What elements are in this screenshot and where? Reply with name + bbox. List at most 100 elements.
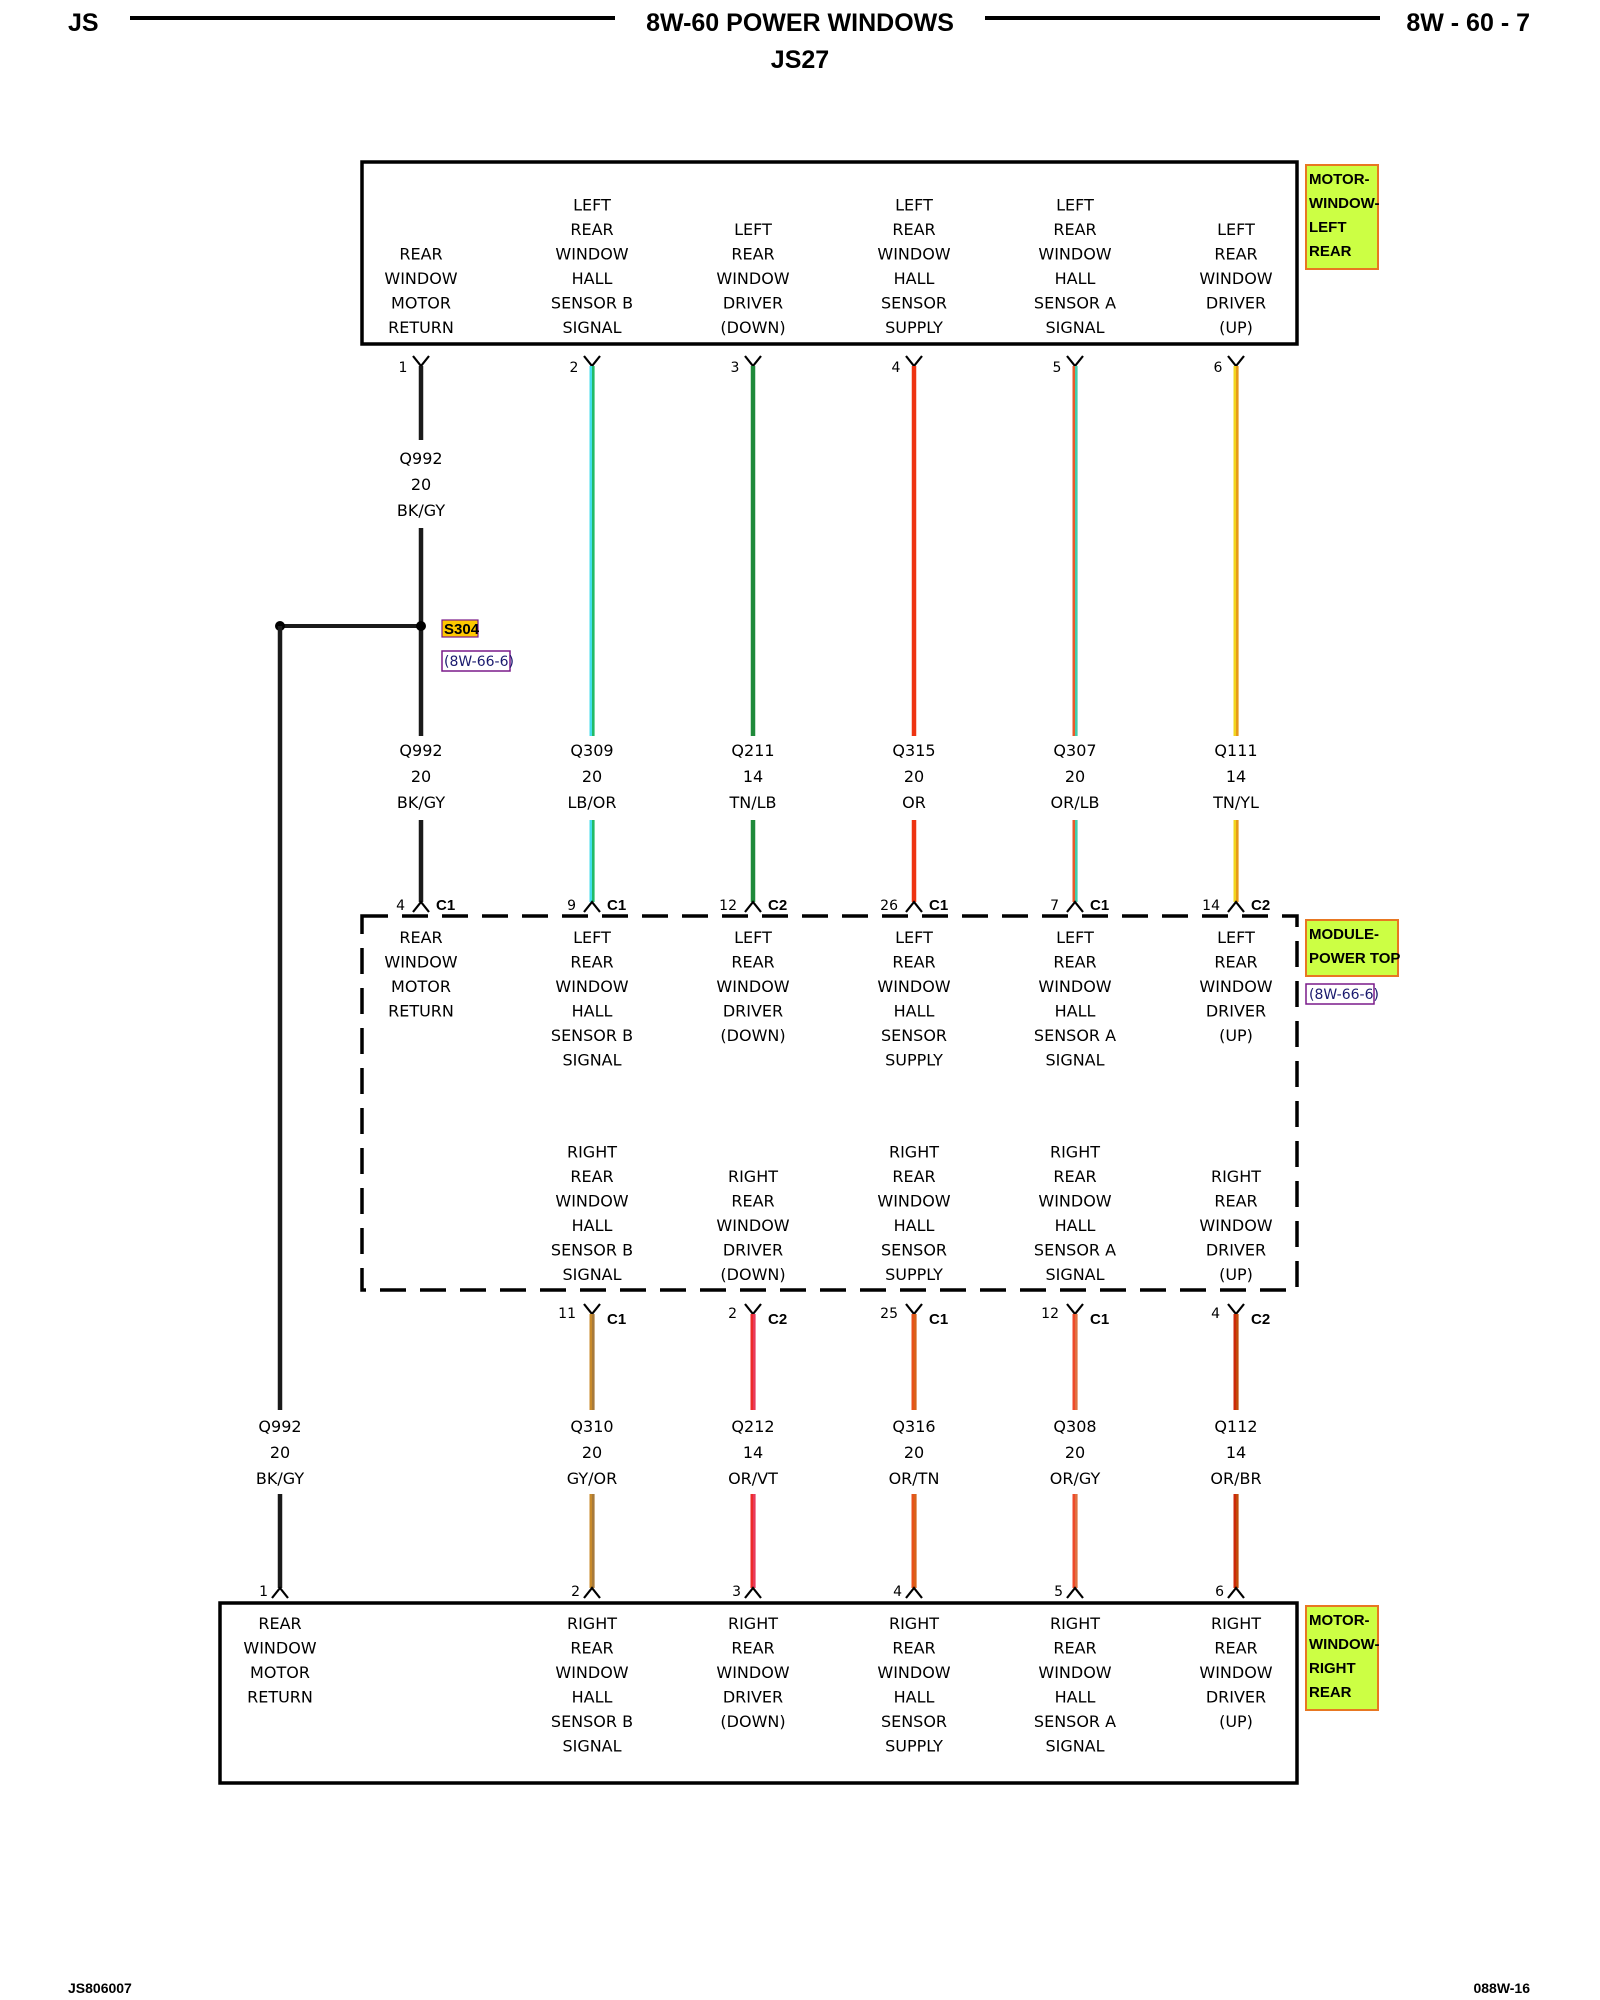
bottom-motor-pin-label: REAR [731,1639,774,1658]
circuit-number: Q112 [1214,1417,1257,1436]
circuit-number: Q310 [570,1417,613,1436]
module-pin-label-left: LEFT [734,928,772,947]
wire-color-code: LB/OR [568,793,617,812]
wire-gauge: 14 [1226,767,1246,786]
module-pin-label-left: SIGNAL [562,1051,621,1070]
bottom-motor-pin-label: (UP) [1219,1712,1253,1731]
module-connector-id: C1 [607,1311,626,1328]
module-pin-label-left: REAR [892,953,935,972]
top-motor-pin-label: RETURN [388,318,454,337]
wire-color-code: OR/VT [728,1469,778,1488]
wire-color-code: BK/GY [397,793,445,812]
module-pin-label-right: WINDOW [1038,1192,1111,1211]
module-pin-label-right: RIGHT [1211,1167,1261,1186]
component-name-line: WINDOW- [1309,1636,1380,1653]
page-reference[interactable]: (8W-66-6) [1309,987,1379,1003]
module-terminal [1227,1303,1245,1316]
component-name-line: POWER TOP [1309,950,1400,967]
page-subtitle: JS27 [771,46,829,74]
component-name-line: MODULE- [1309,926,1379,943]
module-pin-label-right: WINDOW [1199,1216,1272,1235]
module-pin-label-left: DRIVER [723,1002,783,1021]
connector-terminal [905,355,923,368]
top-motor-pin-label: REAR [570,220,613,239]
module-pin-label-right: DRIVER [1206,1241,1266,1260]
wire-color-code: TN/LB [728,793,776,812]
module-pin-label-left: RETURN [388,1002,454,1021]
module-pin-number: 12 [1041,1306,1059,1322]
module-pin-label-right: RIGHT [728,1167,778,1186]
circuit-number: Q315 [892,741,935,760]
bottom-motor-pin-label: RIGHT [1050,1614,1100,1633]
module-pin-number: 26 [880,898,898,914]
footer-left: JS806007 [68,1980,132,1996]
bottom-motor-pin-label: REAR [570,1639,613,1658]
diagram-content: REARWINDOWMOTORRETURN1LEFTREARWINDOWHALL… [243,196,1272,1756]
top-motor-pin-label: WINDOW [1038,245,1111,264]
bottom-motor-pin-label: SUPPLY [885,1737,943,1756]
module-pin-label-left: WINDOW [877,977,950,996]
module-terminal [744,900,762,913]
module-pin-label-left: HALL [572,1002,613,1021]
top-motor-pin-label: SENSOR A [1034,294,1116,313]
component-label-highlight [1305,164,1379,270]
bottom-motor-terminal [744,1586,762,1599]
module-pin-label-left: SENSOR [881,1026,947,1045]
bottom-motor-box [218,1601,1299,1785]
wire-color-code: OR/BR [1210,1469,1261,1488]
module-pin-number: 2 [728,1306,737,1322]
module-pin-label-right: SIGNAL [1045,1265,1104,1284]
circuit-number: Q111 [1214,741,1257,760]
module-pin-label-right: SENSOR B [551,1241,633,1260]
module-pin-label-left: LEFT [573,928,611,947]
pin-number: 3 [731,360,740,376]
bottom-motor-pin-label: SENSOR A [1034,1712,1116,1731]
page-header: JS 8W-60 POWER WINDOWS 8W - 60 - 7 JS27 [68,9,1530,74]
bottom-motor-pin-label: DRIVER [723,1688,783,1707]
top-motor-pin-label: HALL [572,269,613,288]
top-motor-pin-label: REAR [1214,245,1257,264]
component-name-line: REAR [1309,1684,1352,1701]
circuit-number: Q309 [570,741,613,760]
component-name-line: MOTOR- [1309,1612,1370,1629]
module-terminal [1066,1303,1084,1316]
top-motor-pin-label: (UP) [1219,318,1253,337]
wire-color-code: TN/YL [1212,793,1259,812]
module-terminal [583,900,601,913]
module-connector-id: C1 [929,897,948,914]
module-pin-number: 12 [719,898,737,914]
splice-name: S304 [444,621,480,638]
top-motor-pin-label: WINDOW [384,269,457,288]
wire-gauge: 14 [743,1443,763,1462]
module-pin-number: 7 [1050,898,1059,914]
bottom-motor-pin-label: REAR [1214,1639,1257,1658]
bottom-motor-pin-label: REAR [892,1639,935,1658]
top-motor-pin-label: LEFT [1056,196,1094,215]
top-motor-pin-label: DRIVER [1206,294,1266,313]
bottom-motor-pin-label: HALL [894,1688,935,1707]
bottom-motor-pin-label: MOTOR [250,1663,310,1682]
module-pin-label-right: REAR [892,1167,935,1186]
component-name-line: REAR [1309,243,1352,260]
component-name-line: MOTOR- [1309,171,1370,188]
bottom-motor-pin-label: WINDOW [1199,1663,1272,1682]
top-motor-pin-label: LEFT [895,196,933,215]
wire-gauge: 20 [411,767,431,786]
wire-color-code: OR [902,793,926,812]
module-terminal [583,1303,601,1316]
module-pin-label-right: HALL [1055,1216,1096,1235]
module-connector-id: C1 [436,897,455,914]
module-pin-label-left: REAR [399,928,442,947]
module-pin-label-right: WINDOW [877,1192,950,1211]
bottom-motor-pin-label: DRIVER [1206,1688,1266,1707]
splice-reference[interactable]: (8W-66-6) [444,654,514,670]
